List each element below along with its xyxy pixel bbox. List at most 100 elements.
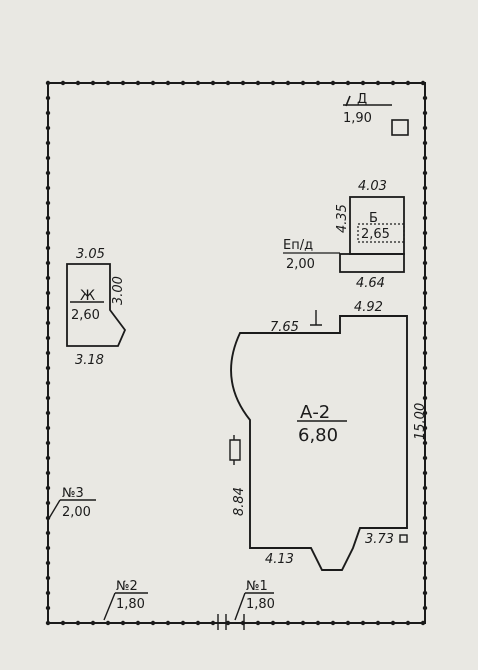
fence-post: [150, 620, 156, 626]
gate-mark: [217, 614, 245, 630]
fence-post: [422, 245, 428, 251]
fence-post: [45, 545, 51, 551]
fence-post: [45, 500, 51, 506]
building-zh-dim-top: 3.05: [76, 247, 105, 262]
fence-post: [422, 440, 428, 446]
fence-post: [345, 80, 351, 86]
marker-3-label: №3: [62, 486, 84, 501]
fence-post: [405, 620, 411, 626]
marker-1-label: №1: [246, 579, 268, 594]
fence-post: [45, 110, 51, 116]
fence-post: [422, 140, 428, 146]
fence-post: [165, 620, 171, 626]
fence-post: [420, 80, 426, 86]
fence-post: [105, 80, 111, 86]
fence-post: [75, 80, 81, 86]
building-a2-dim-bottom-right: 3.73: [365, 532, 394, 547]
building-a2-outline: [230, 315, 408, 571]
fence-post: [45, 140, 51, 146]
fence-post: [330, 80, 336, 86]
fence-post: [210, 80, 216, 86]
fence-post: [390, 80, 396, 86]
fence-post: [45, 155, 51, 161]
fence-post: [45, 575, 51, 581]
fence-post: [422, 335, 428, 341]
building-a2-dim-bottom: 4.13: [265, 552, 294, 567]
fence-post: [45, 305, 51, 311]
fence-post: [255, 620, 261, 626]
fence-post: [422, 605, 428, 611]
building-b: [283, 196, 405, 273]
building-a2-door: [229, 435, 241, 465]
fence-post: [390, 620, 396, 626]
fence-post: [422, 560, 428, 566]
fence-post: [45, 590, 51, 596]
building-d-leader-tick: [345, 95, 351, 107]
fence-post: [90, 620, 96, 626]
fence-post: [422, 545, 428, 551]
fence-post: [420, 620, 426, 626]
fence-post: [422, 500, 428, 506]
fence-post: [285, 620, 291, 626]
fence-post: [375, 620, 381, 626]
fence-post: [315, 620, 321, 626]
marker-1-leader: [234, 592, 246, 621]
fence-post: [315, 80, 321, 86]
building-zh-label: Ж: [80, 288, 95, 304]
fence-post: [45, 485, 51, 491]
building-a2-dim-top-right: 4.92: [354, 300, 383, 315]
fence-post: [45, 560, 51, 566]
fence-post: [45, 455, 51, 461]
fence-post: [422, 515, 428, 521]
building-a2-dim-left: 8.84: [232, 487, 247, 516]
building-a2-corner-box: [399, 534, 408, 543]
marker-3-value: 2,00: [62, 505, 91, 520]
fence-post: [165, 80, 171, 86]
building-a2-dim-top-left: 7.65: [270, 320, 299, 335]
marker-1-value: 1,80: [246, 597, 275, 612]
fence-post: [422, 230, 428, 236]
fence-post: [135, 80, 141, 86]
fence-post: [422, 125, 428, 131]
building-d-label: Д: [357, 92, 367, 107]
fence-post: [422, 215, 428, 221]
building-d-outline: [391, 119, 409, 136]
fence-post: [255, 80, 261, 86]
fence-post: [45, 260, 51, 266]
fence-post: [45, 200, 51, 206]
fence-post: [45, 290, 51, 296]
fence-post: [422, 395, 428, 401]
fence-post: [360, 80, 366, 86]
porch-label: Еп/д: [283, 238, 313, 253]
fence-post: [360, 620, 366, 626]
fence-post: [422, 455, 428, 461]
building-d: [343, 95, 409, 136]
fence-post: [422, 425, 428, 431]
marker-2-label: №2: [116, 579, 138, 594]
fence-post: [422, 170, 428, 176]
fence-post: [45, 80, 51, 86]
fence-post: [422, 260, 428, 266]
fence-post: [45, 605, 51, 611]
fence-post: [120, 620, 126, 626]
fence-post: [422, 185, 428, 191]
fence-post: [422, 200, 428, 206]
building-zh-outline: [66, 263, 127, 347]
building-b-height: 2,65: [361, 227, 390, 242]
fence-post: [422, 95, 428, 101]
building-zh: [66, 263, 127, 347]
fence-post: [300, 80, 306, 86]
fence-post: [210, 620, 216, 626]
fence-posts: [45, 80, 428, 626]
fence-post: [300, 620, 306, 626]
fence-post: [330, 620, 336, 626]
fence-post: [60, 620, 66, 626]
fence-post: [45, 425, 51, 431]
fence-post: [45, 215, 51, 221]
building-a2: [229, 310, 408, 571]
fence-post: [90, 80, 96, 86]
fence-post: [375, 80, 381, 86]
fence-post: [45, 380, 51, 386]
building-b-label: Б: [369, 211, 378, 226]
